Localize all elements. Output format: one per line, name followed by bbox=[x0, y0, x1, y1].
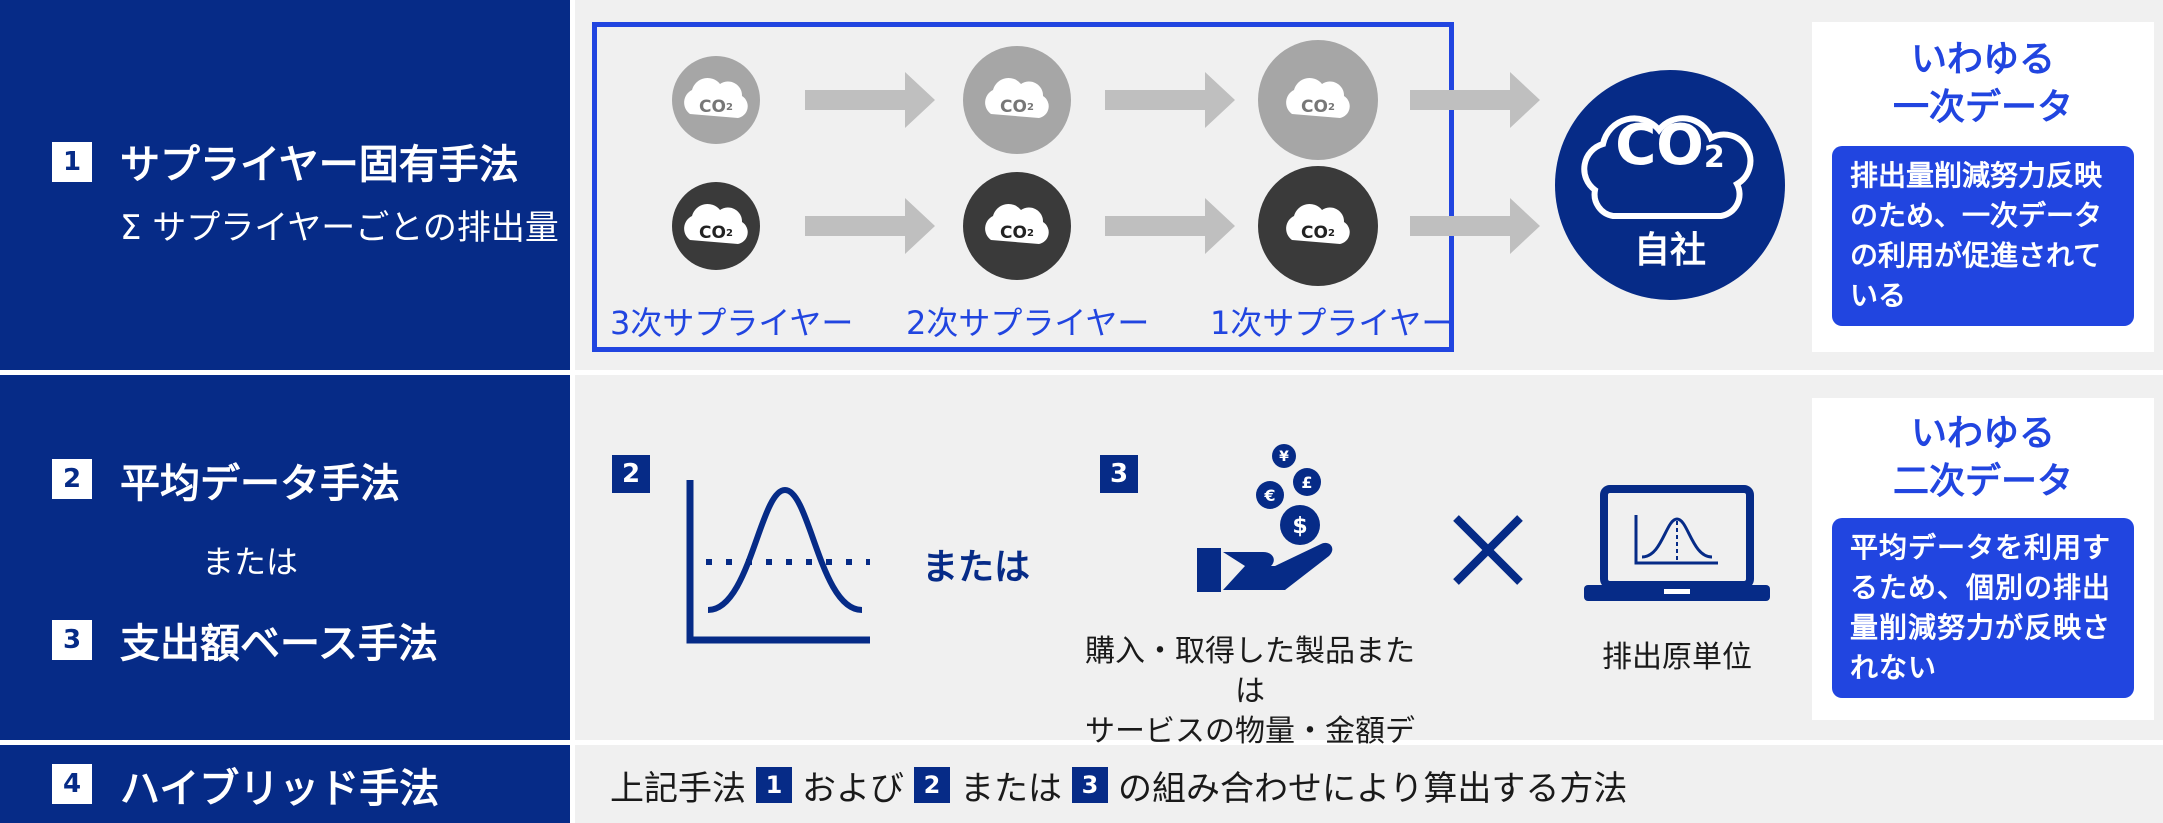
svg-text:$: $ bbox=[1292, 514, 1307, 539]
svg-text:£: £ bbox=[1301, 473, 1312, 492]
row3-method-panel: 4 ハイブリッド手法 bbox=[0, 745, 570, 823]
hybrid-badge-3: 3 bbox=[1072, 767, 1108, 803]
method-number-badge: 4 bbox=[52, 764, 92, 804]
supply-chain-frame bbox=[592, 22, 1454, 352]
hybrid-text-a: 上記手法 bbox=[610, 768, 746, 809]
multiply-icon bbox=[1453, 515, 1523, 585]
spend-method-badge: 3 bbox=[1100, 455, 1138, 493]
co2-circle-dark-2nd bbox=[963, 172, 1071, 280]
supplier-label-1st: 1次サプライヤー bbox=[1210, 304, 1454, 342]
row2-method-panel: 2 平均データ手法 または 3 支出額ベース手法 bbox=[0, 375, 570, 740]
hybrid-text-c: または bbox=[960, 768, 1062, 809]
hybrid-badge-1: 1 bbox=[756, 767, 792, 803]
method-title: 平均データ手法 bbox=[120, 461, 400, 507]
arrows bbox=[805, 72, 1540, 254]
supply-chain-graphic bbox=[672, 40, 1540, 286]
hybrid-description: 上記手法 1 および 2 または 3 の組み合わせにより算出する方法 bbox=[610, 765, 1627, 809]
or-text: または bbox=[922, 547, 1031, 588]
method-number-badge: 3 bbox=[52, 620, 92, 660]
co2-circle-light-2nd bbox=[963, 46, 1071, 154]
co2-circle-light-3rd bbox=[672, 56, 760, 144]
method-title: ハイブリッド手法 bbox=[120, 766, 440, 812]
primary-data-label: いわゆる 一次データ bbox=[1892, 39, 2073, 128]
svg-text:¥: ¥ bbox=[1279, 449, 1289, 465]
secondary-data-label: いわゆる 二次データ bbox=[1892, 413, 2073, 502]
supplier-label-3rd: 3次サプライヤー bbox=[610, 304, 854, 342]
average-method-badge: 2 bbox=[612, 455, 650, 493]
method-number-badge: 1 bbox=[52, 142, 92, 182]
secondary-data-note: 平均データを利用するため、個別の排出量削減努力が反映されない bbox=[1832, 518, 2134, 698]
spend-caption: 購入・取得した製品または サービスの物量・金額データ bbox=[1085, 634, 1415, 789]
primary-data-note: 排出量削減努力反映のため、一次データの利用が促進されている bbox=[1832, 146, 2134, 326]
distribution-chart-icon bbox=[686, 480, 870, 644]
money-hand-icon: ¥ £ € $ bbox=[1197, 444, 1333, 592]
company-label: 自社 bbox=[1633, 230, 1706, 271]
method-subtitle: Σ サプライヤーごとの排出量 bbox=[120, 208, 559, 248]
method-number-badge: 2 bbox=[52, 459, 92, 499]
row1-method-panel: 1 サプライヤー固有手法 Σ サプライヤーごとの排出量 bbox=[0, 0, 570, 370]
co2-circle-dark-1st bbox=[1258, 166, 1378, 286]
hybrid-text-b: および bbox=[802, 768, 904, 809]
co2-circle-dark-3rd bbox=[672, 182, 760, 270]
supplier-label-2nd: 2次サプライヤー bbox=[906, 304, 1150, 342]
co2-circle-light-1st bbox=[1258, 40, 1378, 160]
method-title: サプライヤー固有手法 bbox=[120, 142, 519, 188]
row3-content-panel bbox=[575, 745, 2163, 823]
svg-text:€: € bbox=[1263, 486, 1275, 505]
hybrid-badge-2: 2 bbox=[914, 767, 950, 803]
hybrid-text-d: の組み合わせにより算出する方法 bbox=[1118, 768, 1628, 809]
laptop-chart-icon bbox=[1584, 485, 1770, 601]
method-connector: または bbox=[202, 543, 299, 581]
emission-factor-caption: 排出原単位 bbox=[1602, 640, 1752, 675]
method-title: 支出額ベース手法 bbox=[120, 621, 438, 667]
company-cloud-icon bbox=[1581, 115, 1754, 219]
